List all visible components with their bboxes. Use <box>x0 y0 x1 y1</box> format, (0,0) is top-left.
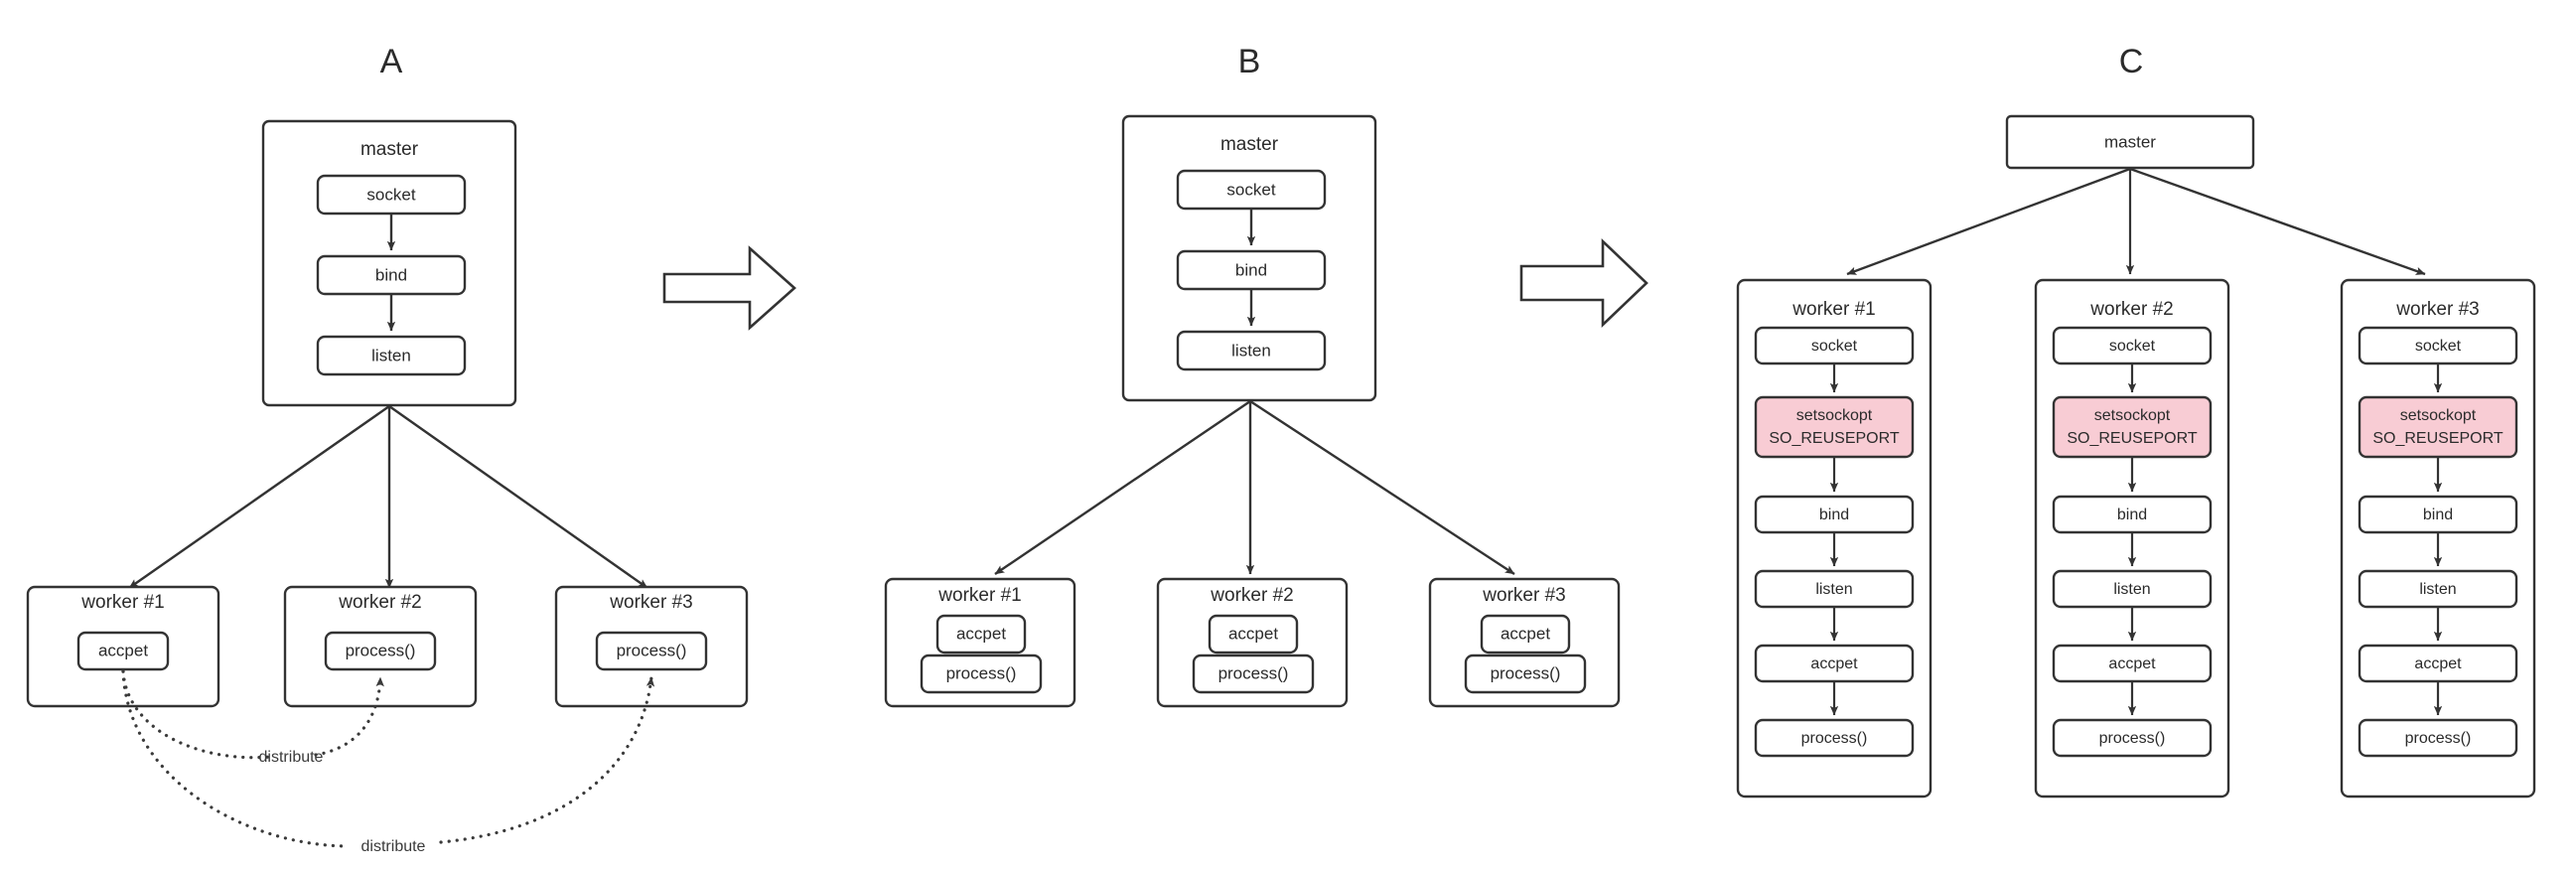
panel-c-worker-2-step-accept-label: accpet <box>2108 655 2156 672</box>
panel-b-worker-1-step-process <box>920 654 1043 694</box>
panel-a-worker-3-step-process-label: process() <box>617 641 687 659</box>
panel-b-worker-3-title: worker #3 <box>1482 585 1565 606</box>
panel-b-worker-3-step-process-label: process() <box>1491 663 1561 682</box>
panel-a-fanout-1 <box>128 405 390 589</box>
panel-b-worker-2-step-process-label: process() <box>1218 663 1289 682</box>
panel-a-worker-2-step-process-label: process() <box>346 641 416 659</box>
panel-c-worker-3-step-bind-label: bind <box>2423 507 2453 523</box>
panel-c-worker-1-step-listen-label: listen <box>1815 581 1852 598</box>
panel-c-worker-2-step-listen-label: listen <box>2113 581 2150 598</box>
panel-a-master-title: master <box>360 139 419 160</box>
panel-c-worker-3-step-setsockopt-label-line1: setsockopt <box>2400 407 2477 424</box>
panel-c-worker-3-step-setsockopt-label-line2: SO_REUSEPORT <box>2372 430 2504 447</box>
panel-c-worker-1-step-process <box>1754 718 1915 758</box>
panel-c-worker-2-step-bind-label: bind <box>2117 507 2147 523</box>
panel-c-fanout-3 <box>2129 167 2426 276</box>
panel-a-master-step-listen-label: listen <box>371 346 411 364</box>
panel-b-worker-1-step-accept-label: accpet <box>956 624 1006 643</box>
panel-a-worker-2-step-process <box>324 631 437 671</box>
panel-c-worker-1-step-bind-label: bind <box>1819 507 1849 523</box>
panel-b-fanout-3 <box>1249 399 1515 576</box>
panel-b-worker-3-step-process <box>1464 654 1587 694</box>
panel-c-worker-2-step-process-label: process() <box>2099 730 2166 747</box>
panel-b-fanout-1 <box>994 400 1251 575</box>
panel-c-worker-1-step-accept-label: accpet <box>1810 655 1858 672</box>
panel-a-distribute-curve-1-right <box>314 675 384 757</box>
panel-letter-b: B <box>1238 43 1261 80</box>
panel-c-worker-2-step-setsockopt-label-line1: setsockopt <box>2094 407 2171 424</box>
panel-a-worker-1-title: worker #1 <box>80 592 164 613</box>
panel-c-worker-2-step-process <box>2052 718 2213 758</box>
panel-b-worker-1-title: worker #1 <box>937 585 1021 606</box>
panel-c-worker-3-step-listen-label: listen <box>2419 581 2456 598</box>
panel-a-worker-1-step-accept-label: accpet <box>98 641 148 659</box>
panel-c-master-label: master <box>2104 132 2156 151</box>
panel-b-worker-3-step-accept <box>1480 614 1571 654</box>
panel-a-worker-3-title: worker #3 <box>609 592 692 613</box>
panel-c-worker-1-step-setsockopt-label-line2: SO_REUSEPORT <box>1769 430 1900 447</box>
transition-arrow-b-to-c <box>1519 237 1648 329</box>
panel-b-master-title: master <box>1220 134 1279 155</box>
panel-letter-c: C <box>2119 43 2144 80</box>
panel-a-distribute-curve-2-right <box>439 675 655 844</box>
panel-b-worker-3-step-accept-label: accpet <box>1501 624 1550 643</box>
panel-c-worker-2-title: worker #2 <box>2089 299 2173 320</box>
panel-c-worker-1-step-process-label: process() <box>1801 730 1868 747</box>
panel-b-worker-2-step-accept-label: accpet <box>1228 624 1278 643</box>
panel-c-worker-2-step-setsockopt <box>2052 395 2213 459</box>
panel-b-master-step-listen-label: listen <box>1231 341 1271 360</box>
panel-c-worker-3-step-setsockopt <box>2358 395 2518 459</box>
panel-b-worker-1-step-accept <box>935 614 1027 654</box>
panel-a-worker-2-title: worker #2 <box>338 592 421 613</box>
panel-b-worker-2-step-accept <box>1208 614 1299 654</box>
panel-c-worker-2-step-setsockopt-label-line2: SO_REUSEPORT <box>2067 430 2198 447</box>
panel-c-worker-1-title: worker #1 <box>1791 299 1875 320</box>
panel-c-worker-3-step-process-label: process() <box>2405 730 2472 747</box>
panel-c-worker-3-title: worker #3 <box>2395 299 2479 320</box>
panel-a-distribute-curve-1-left <box>121 669 272 760</box>
panel-c-worker-3-step-accept-label: accpet <box>2414 655 2462 672</box>
panel-c-worker-3-step-socket-label: socket <box>2415 338 2462 355</box>
panel-c-worker-2-step-socket-label: socket <box>2109 338 2156 355</box>
panel-b-master-step-socket-label: socket <box>1226 180 1275 199</box>
panel-a-distribute-curve-2-left <box>121 669 348 848</box>
panel-b-worker-2-title: worker #2 <box>1210 585 1293 606</box>
panel-b-worker-1-step-process-label: process() <box>946 663 1017 682</box>
panel-b-master-step-listen <box>1176 330 1327 371</box>
panel-c-worker-3-step-process <box>2358 718 2518 758</box>
panel-c-worker-1-step-setsockopt <box>1754 395 1915 459</box>
panel-b-master-step-bind-label: bind <box>1235 260 1267 279</box>
panel-a-master-step-listen <box>316 335 467 376</box>
panel-letter-a: A <box>380 43 403 80</box>
panel-b-worker-2-step-process <box>1192 654 1315 694</box>
panel-c-worker-1-step-socket-label: socket <box>1811 338 1858 355</box>
panel-a-distribute-label-1: distribute <box>259 749 324 766</box>
panel-c-fanout-1 <box>1846 167 2131 276</box>
panel-a-fanout-3 <box>388 405 648 589</box>
transition-arrow-a-to-b <box>662 245 796 331</box>
panel-c-master-box <box>2005 114 2255 170</box>
panel-a-distribute-label-2: distribute <box>361 838 426 855</box>
panel-a-master-step-bind-label: bind <box>375 265 407 284</box>
panel-c-worker-1-step-setsockopt-label-line1: setsockopt <box>1796 407 1873 424</box>
panel-a-worker-3-step-process <box>595 631 708 671</box>
panel-a-worker-1-step-accept <box>76 631 170 671</box>
panel-a-master-step-socket-label: socket <box>366 185 415 204</box>
